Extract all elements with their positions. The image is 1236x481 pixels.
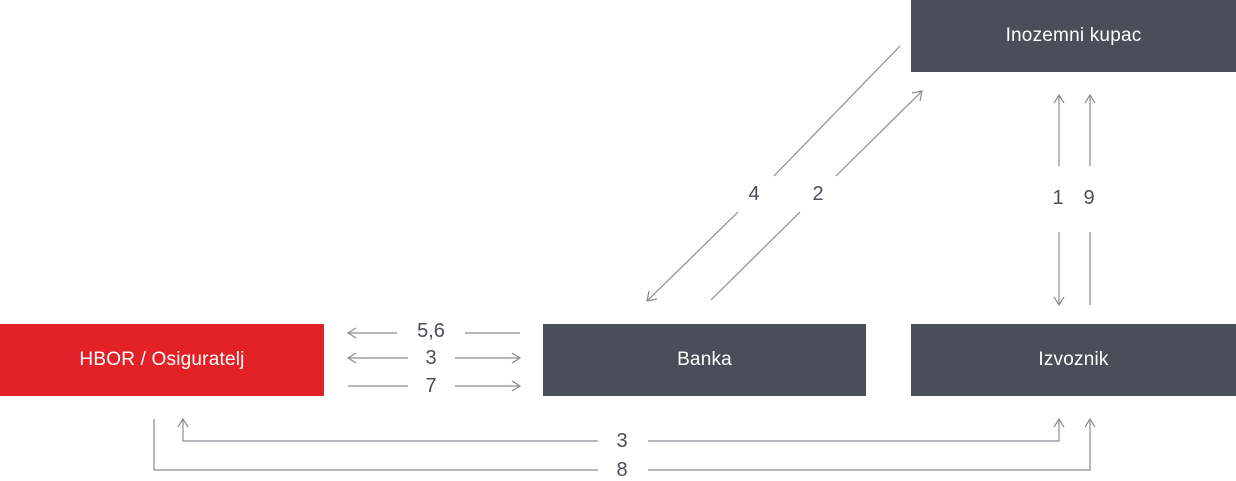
arrow-3-double [346,352,522,364]
arrow-8-bottom-loop [153,417,1096,471]
arrow-4-to-bank [646,45,901,302]
step-label-1: 1 [1052,187,1064,209]
buyer-label: Inozemni kupac [1005,25,1142,46]
step-label-7: 7 [425,375,437,397]
step-label-8: 8 [616,459,628,481]
step-label-2: 2 [812,183,824,205]
step-label-3-middle: 3 [425,347,437,369]
step-label-3-bottom: 3 [616,430,628,452]
hbor-box: HBOR / Osiguratelj [0,324,324,396]
arrow-1-to-exporter [1053,93,1065,307]
step-label-9: 9 [1083,187,1095,209]
arrow-7-to-bank [348,380,522,392]
arrow-2-to-buyer [710,90,923,301]
bank-label: Banka [677,349,732,370]
step-label-4: 4 [748,183,760,205]
arrow-3-bottom-loop [177,417,1065,442]
exporter-box: Izvoznik [911,324,1236,396]
step-label-5-6: 5,6 [417,320,445,342]
arrow-5-6-to-hbor [346,327,520,339]
exporter-label: Izvoznik [1038,349,1109,370]
hbor-label: HBOR / Osiguratelj [79,349,245,370]
buyer-box: Inozemni kupac [911,0,1236,72]
arrow-9-to-buyer [1084,93,1096,305]
bank-box: Banka [543,324,866,396]
